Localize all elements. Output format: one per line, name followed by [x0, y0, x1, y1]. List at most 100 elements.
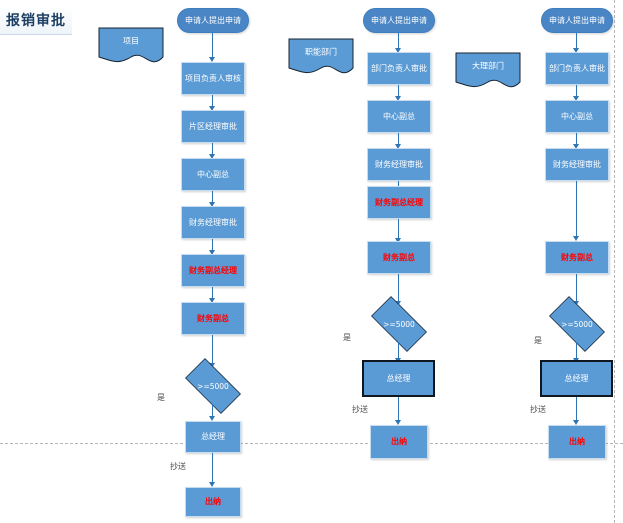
lane1-arrow-5 — [212, 287, 214, 300]
lane3-node-0[interactable]: 申请人提出申请 — [541, 8, 613, 33]
lane1-arrowhead-5 — [209, 298, 215, 303]
lane2-node-5[interactable]: 财务副总 — [367, 241, 431, 274]
lane2-arrow-1 — [398, 85, 400, 98]
lane2-arrowhead-0 — [395, 48, 401, 53]
lane2-node-5-label: 财务副总 — [383, 252, 415, 262]
lane1-node-2-label: 片区经理审批 — [189, 121, 237, 131]
lane3-caption-yes: 是 — [534, 336, 542, 345]
banner-functional-dept[interactable]: 职能部门 — [288, 38, 354, 80]
lane2-node-2-label: 中心副总 — [383, 111, 415, 121]
lane3-node-4[interactable]: 财务副总 — [545, 241, 609, 274]
lane2-arrowhead-2 — [395, 144, 401, 149]
lane2-arrow-4 — [398, 219, 400, 240]
lane3-arrowhead-3 — [573, 236, 579, 241]
lane3-node-2[interactable]: 中心副总 — [545, 100, 609, 133]
lane3-node-3[interactable]: 财务经理审批 — [545, 148, 609, 181]
lane1-node-0[interactable]: 申请人提出申请 — [177, 8, 249, 33]
lane2-node-3-label: 财务经理审批 — [375, 159, 423, 169]
lane1-arrow-6 — [212, 335, 214, 365]
lane1-arrow-0 — [212, 33, 214, 59]
lane2-arrow-0 — [398, 33, 400, 50]
lane2-arrow-6 — [398, 342, 400, 360]
lane1-arrowhead-8 — [209, 482, 215, 487]
lane3-arrow-6 — [576, 397, 578, 422]
lane1-node-1-label: 项目负责人审核 — [185, 73, 241, 83]
lane2-node-4[interactable]: 财务副总经理 — [367, 186, 431, 219]
lane1-node-8-label: 总经理 — [201, 432, 225, 442]
lane1-node-5[interactable]: 财务副总经理 — [181, 254, 245, 287]
lane3-arrowhead-6 — [573, 420, 579, 425]
vertical-guide-line — [614, 0, 615, 523]
lane3-node-1[interactable]: 部门负责人审批 — [545, 52, 609, 85]
lane1-node-2[interactable]: 片区经理审批 — [181, 110, 245, 143]
lane2-arrow-2 — [398, 133, 400, 146]
lane1-node-4-label: 财务经理审批 — [189, 217, 237, 227]
lane2-caption-cc: 抄送 — [352, 405, 368, 414]
lane2-node-8[interactable]: 出纳 — [370, 425, 428, 459]
lane1-caption-cc: 抄送 — [170, 462, 186, 471]
lane2-decision[interactable]: >=5000 — [363, 296, 435, 352]
lane1-arrowhead-0 — [209, 57, 215, 62]
lane3-node-0-label: 申请人提出申请 — [549, 15, 605, 25]
banner-dali-dept[interactable]: 大理部门 — [455, 52, 521, 94]
lane2-arrowhead-1 — [395, 96, 401, 101]
lane3-node-4-label: 财务副总 — [561, 252, 593, 262]
lane3-decision[interactable]: >=5000 — [541, 296, 613, 352]
lane2-caption-yes: 是 — [343, 333, 351, 342]
lane1-decision[interactable]: >=5000 — [177, 358, 249, 414]
lane1-arrow-4 — [212, 239, 214, 252]
lane3-node-1-label: 部门负责人审批 — [549, 63, 605, 73]
lane1-caption-yes: 是 — [157, 393, 165, 402]
lane2-arrow-7 — [398, 397, 400, 422]
lane2-arrowhead-4 — [395, 238, 401, 243]
lane3-arrow-0 — [576, 33, 578, 50]
lane3-node-7-label: 出纳 — [569, 437, 585, 447]
lane1-arrowhead-4 — [209, 250, 215, 255]
lane3-node-6-label: 总经理 — [564, 373, 589, 383]
lane2-node-1[interactable]: 部门负责人审批 — [367, 52, 431, 85]
lane3-node-7[interactable]: 出纳 — [548, 425, 606, 459]
lane3-node-3-label: 财务经理审批 — [553, 159, 601, 169]
lane2-arrow-5 — [398, 274, 400, 303]
lane2-node-7[interactable]: 总经理 — [362, 360, 435, 397]
lane1-node-5-label: 财务副总经理 — [189, 265, 237, 275]
lane1-node-4[interactable]: 财务经理审批 — [181, 206, 245, 239]
lane2-node-7-label: 总经理 — [386, 373, 411, 383]
lane3-arrowhead-2 — [573, 144, 579, 149]
lane2-node-0[interactable]: 申请人提出申请 — [363, 8, 435, 33]
lane1-node-9[interactable]: 出纳 — [185, 487, 241, 517]
lane1-arrow-3 — [212, 191, 214, 204]
lane1-arrowhead-7 — [209, 416, 215, 421]
page-title: 报销审批 — [0, 6, 72, 35]
lane2-node-8-label: 出纳 — [391, 437, 407, 447]
lane3-arrowhead-1 — [573, 96, 579, 101]
lane1-arrow-2 — [212, 143, 214, 156]
lane1-node-1[interactable]: 项目负责人审核 — [181, 62, 245, 95]
lane1-node-0-label: 申请人提出申请 — [185, 15, 241, 25]
horizontal-guide-line — [0, 443, 623, 444]
lane1-node-8[interactable]: 总经理 — [185, 421, 241, 453]
lane2-node-3[interactable]: 财务经理审批 — [367, 148, 431, 181]
lane3-node-2-label: 中心副总 — [561, 111, 593, 121]
lane2-node-4-label: 财务副总经理 — [375, 197, 423, 207]
lane1-decision-label: >=5000 — [197, 381, 229, 391]
lane2-arrowhead-7 — [395, 420, 401, 425]
lane1-node-6[interactable]: 财务副总 — [181, 302, 245, 335]
lane3-arrowhead-0 — [573, 48, 579, 53]
lane1-arrowhead-1 — [209, 106, 215, 111]
lane1-arrow-1 — [212, 95, 214, 108]
lane2-decision-label: >=5000 — [383, 319, 415, 329]
lane3-arrow-2 — [576, 133, 578, 146]
lane2-node-0-label: 申请人提出申请 — [371, 15, 427, 25]
lane2-node-1-label: 部门负责人审批 — [371, 63, 427, 73]
lane3-arrow-4 — [576, 274, 578, 303]
banner-project[interactable]: 项目 — [98, 27, 164, 69]
lane3-decision-label: >=5000 — [561, 319, 593, 329]
lane1-arrow-8 — [212, 453, 214, 484]
lane3-node-6[interactable]: 总经理 — [540, 360, 613, 397]
lane1-node-3[interactable]: 中心副总 — [181, 158, 245, 191]
lane2-node-2[interactable]: 中心副总 — [367, 100, 431, 133]
lane3-arrow-3 — [576, 181, 578, 238]
lane3-caption-cc: 抄送 — [530, 405, 546, 414]
